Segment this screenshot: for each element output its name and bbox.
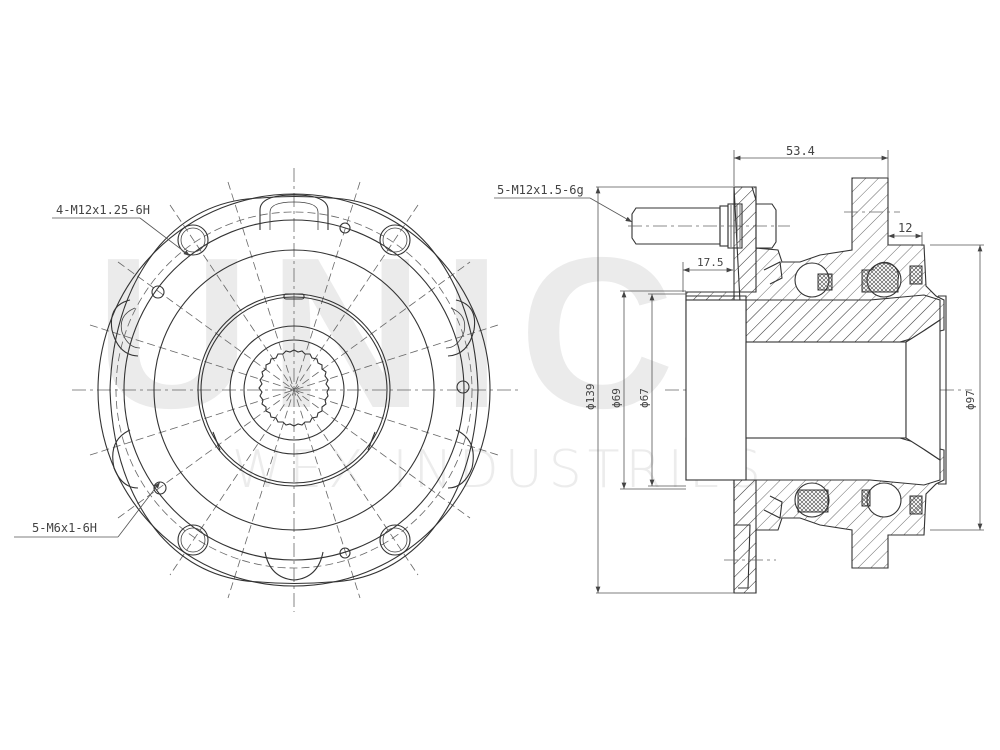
front-view: 4-M12x1.25-6H 5-M6x1-6H (14, 168, 518, 612)
flange-bottom (733, 479, 757, 594)
callout-small-holes: 5-M6x1-6H (32, 521, 97, 535)
pilot-slot-top (283, 293, 305, 300)
outer-flange-circle (97, 193, 491, 587)
spline-teeth (258, 349, 330, 427)
watermark-brand: UNIC (95, 212, 693, 453)
dim-flange-diameter: ϕ139 (584, 384, 597, 411)
stud-bosses (110, 194, 476, 581)
dim-pilot-inner-diameter: ϕ67 (638, 388, 651, 408)
dim-rear-offset: 12 (898, 221, 912, 235)
bolt-circle (115, 211, 473, 569)
leader-bolt-holes (139, 217, 191, 257)
center-bore (745, 341, 907, 439)
rear-dust-cap (938, 295, 947, 485)
dim-overall-length: 53.4 (786, 144, 815, 158)
lower-stud-stub (735, 524, 751, 589)
side-view: 53.4 12 17.5 ϕ139 ϕ69 ϕ67 ϕ97 5-M12x1.5- (494, 144, 984, 594)
callout-wheel-studs: 5-M12x1.5-6g (497, 183, 584, 197)
watermark-company: WEX INDUSTRIES (232, 440, 767, 500)
leader-stud (589, 197, 633, 223)
leader-small-holes (117, 481, 161, 538)
flange-lobe-outline (109, 195, 479, 585)
dim-flange-offset: 17.5 (697, 256, 724, 269)
rear-bore-flare (905, 318, 941, 462)
hub-face-circle (153, 249, 435, 531)
bearings-top (763, 261, 923, 298)
bore-step-circle (229, 325, 359, 455)
pilot-slot-left (212, 431, 221, 451)
radial-centerlines (89, 181, 499, 599)
spline-outer-circle (243, 339, 345, 441)
pilot-slot-right (367, 431, 376, 451)
wheel-stud (628, 203, 790, 249)
pilot-bore (685, 299, 747, 481)
bolt-holes (177, 224, 411, 556)
callout-bolt-holes: 4-M12x1.25-6H (56, 203, 150, 217)
bearings-bottom (763, 482, 923, 519)
dim-rear-diameter: ϕ97 (964, 390, 977, 410)
flange-step-circle (123, 219, 465, 561)
small-holes (151, 222, 470, 559)
dim-pilot-outer-diameter: ϕ69 (610, 388, 623, 408)
pilot-inner-circle (200, 296, 388, 484)
